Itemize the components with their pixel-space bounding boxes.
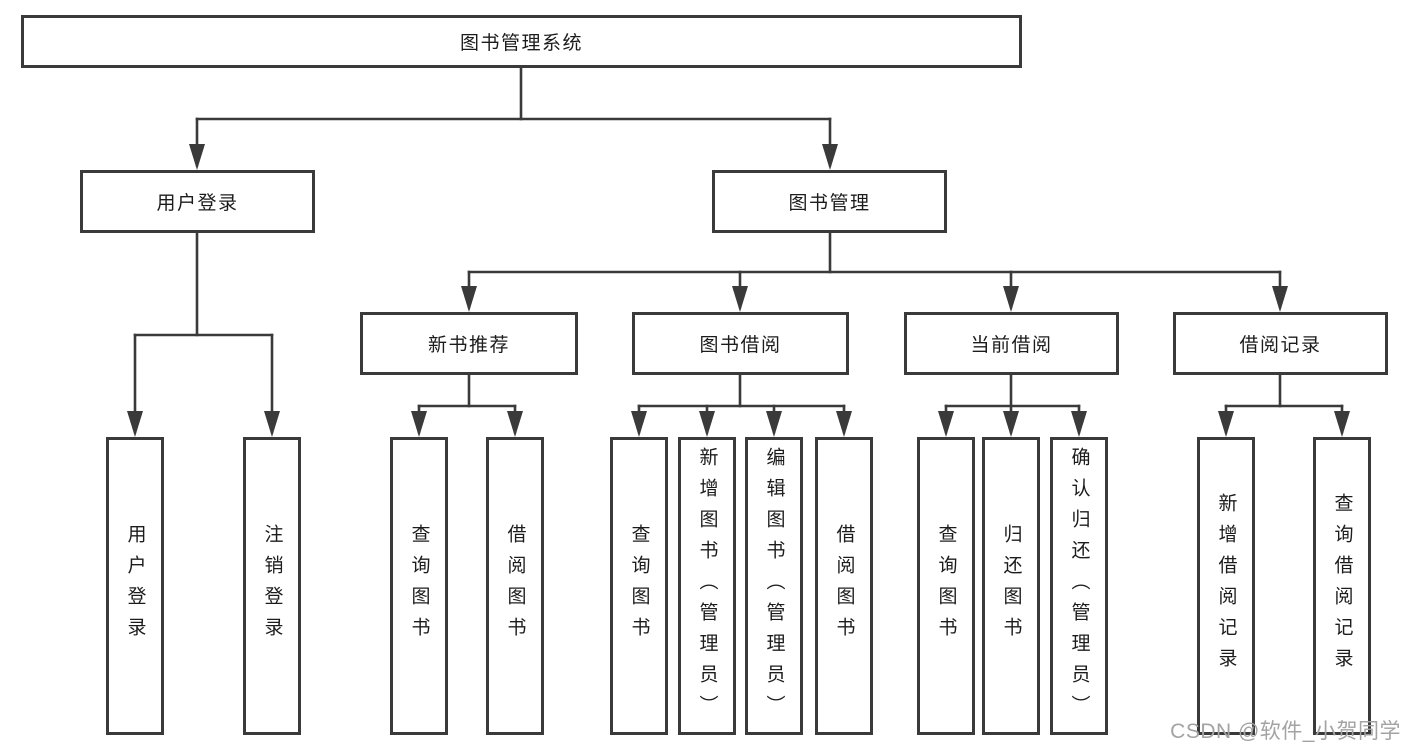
leaf-confirm-return-admin: 确认归还（管理员）: [1050, 437, 1108, 735]
node-new-book-recommendation: 新书推荐: [360, 312, 578, 375]
leaf-query-borrow-record: 查询借阅记录: [1313, 437, 1371, 735]
leaf-borrow-books-recommend: 借阅图书: [486, 437, 544, 735]
node-current-borrowing: 当前借阅: [904, 312, 1119, 375]
leaf-edit-books-admin: 编辑图书（管理员）: [745, 437, 803, 735]
leaf-return-books: 归还图书: [982, 437, 1040, 735]
node-book-borrowing: 图书借阅: [632, 312, 849, 375]
node-library-system: 图书管理系统: [21, 15, 1022, 68]
leaf-add-borrow-record: 新增借阅记录: [1197, 437, 1255, 735]
leaf-query-books-recommend: 查询图书: [390, 437, 448, 735]
leaf-user-login: 用户登录: [106, 437, 164, 735]
leaf-logout: 注销登录: [243, 437, 301, 735]
leaf-query-books-borrowing: 查询图书: [610, 437, 668, 735]
leaf-query-books-current: 查询图书: [917, 437, 975, 735]
leaf-borrow-books-borrowing: 借阅图书: [815, 437, 873, 735]
leaf-add-books-admin: 新增图书（管理员）: [678, 437, 736, 735]
node-borrowing-records: 借阅记录: [1173, 312, 1388, 375]
csdn-watermark: CSDN @软件_小贺同学: [1170, 720, 1401, 743]
node-book-management: 图书管理: [712, 170, 947, 233]
node-user-login: 用户登录: [80, 170, 315, 233]
